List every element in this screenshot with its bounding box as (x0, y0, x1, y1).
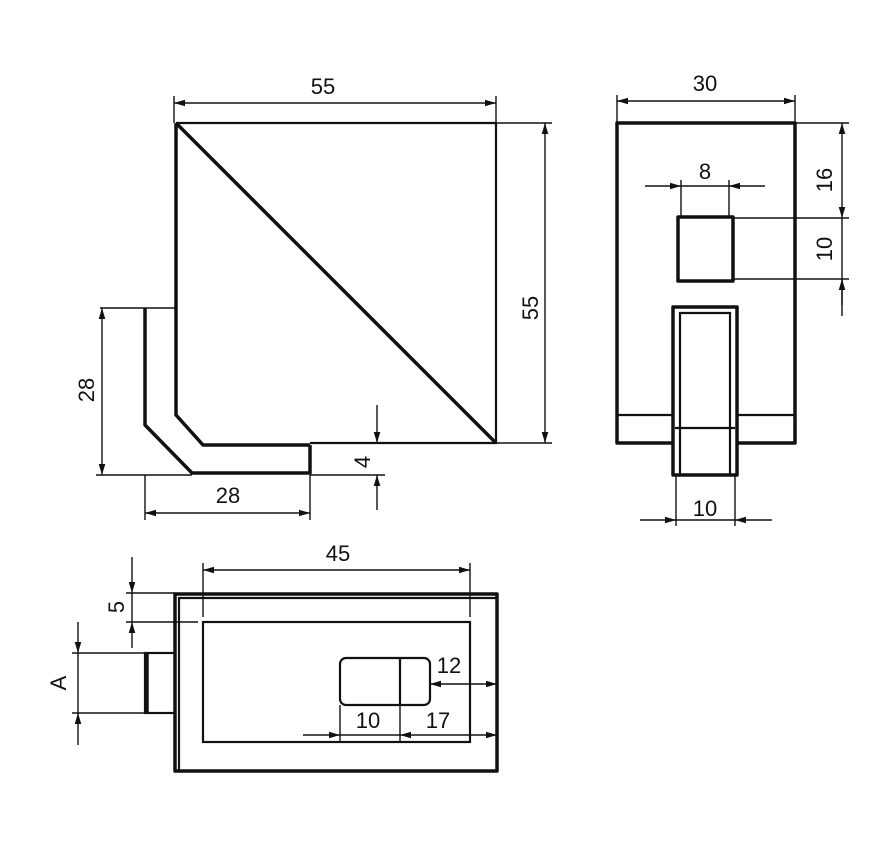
dim-thickness: 4 (350, 456, 375, 468)
dim-slot-length: 10 (356, 708, 380, 733)
top-body-outline (173, 592, 499, 773)
front-flange-outline (143, 308, 312, 475)
dim-wall: 5 (104, 601, 129, 613)
side-tab-inner (678, 311, 732, 475)
front-top-right-edge (176, 121, 498, 445)
dim-hole-height: 10 (812, 237, 837, 261)
front-body-outline (174, 123, 310, 447)
dim-side-width: 30 (693, 71, 717, 96)
side-body-outline (615, 121, 797, 445)
dim-hole-offset: 16 (812, 168, 837, 192)
dim-flange-width: 28 (216, 483, 240, 508)
dim-tab-width: 10 (693, 496, 717, 521)
top-slot (338, 656, 432, 707)
front-view: 28 28 4 55 55 (74, 74, 552, 520)
side-view: 8 30 16 10 10 (615, 71, 849, 526)
dim-slot-edge: 17 (426, 708, 450, 733)
front-diagonal-edge (174, 121, 498, 445)
dim-flange-height: 28 (74, 378, 99, 402)
dim-height: 55 (518, 296, 543, 320)
dim-width: 55 (311, 74, 335, 99)
dim-hole-width: 8 (699, 159, 711, 184)
side-tab-outline (671, 305, 739, 477)
dim-variable: A (46, 675, 71, 690)
dim-inner-length: 45 (326, 541, 350, 566)
top-knob (143, 651, 177, 715)
side-square-hole (676, 215, 735, 283)
top-view: 45 5 A 12 10 17 (46, 541, 499, 773)
dim-slot-offset: 12 (437, 653, 461, 678)
